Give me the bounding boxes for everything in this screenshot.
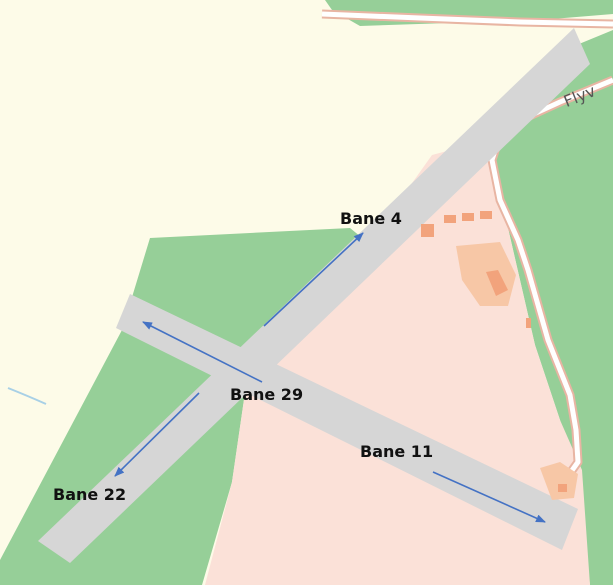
building [421, 224, 434, 237]
runway-label-bane11: Bane 11 [360, 442, 434, 461]
runway-04-22 [38, 28, 590, 563]
arrow-bane11 [432, 471, 546, 523]
road-top [321, 11, 613, 27]
runway-label-bane22: Bane 22 [53, 485, 127, 504]
building [526, 318, 531, 328]
arrow-bane22 [114, 392, 200, 477]
forest-east [496, 30, 613, 585]
runway-label-bane29: Bane 29 [230, 385, 304, 404]
building [444, 215, 456, 223]
stream-line [7, 387, 47, 405]
building-yard [540, 462, 578, 500]
building [486, 270, 508, 296]
building [480, 211, 492, 219]
arrow-bane29 [142, 321, 263, 383]
arrow-bane4 [263, 232, 364, 327]
runway-label-bane4: Bane 4 [340, 209, 402, 228]
building [462, 213, 474, 221]
building [558, 484, 567, 492]
